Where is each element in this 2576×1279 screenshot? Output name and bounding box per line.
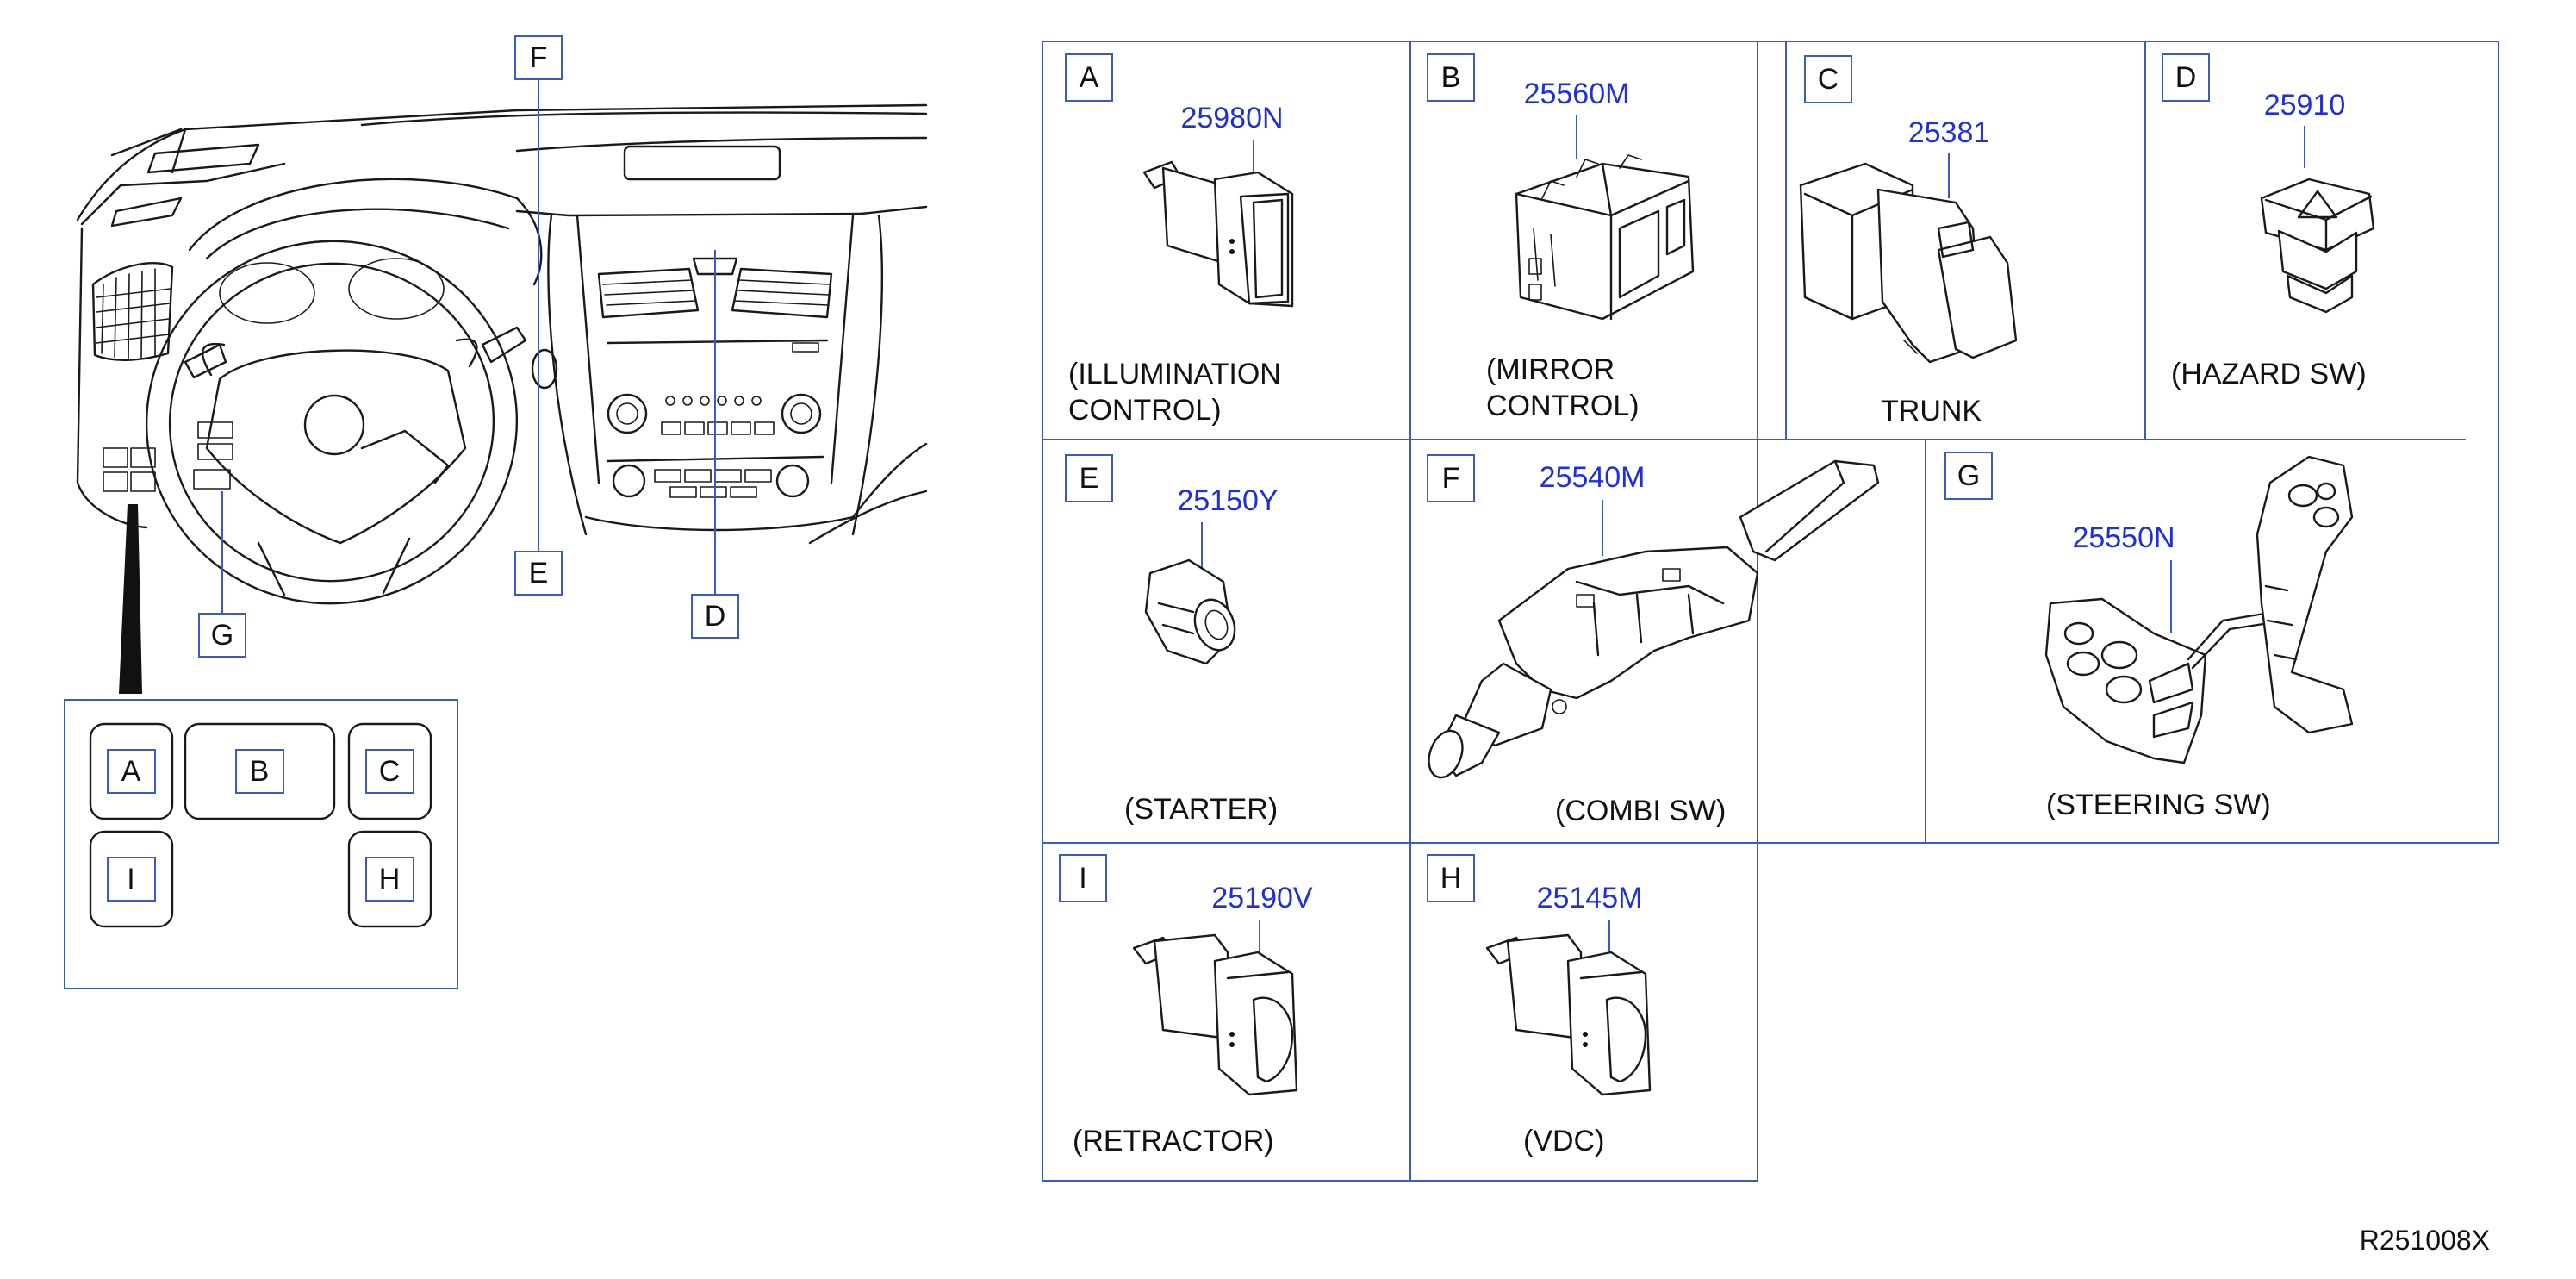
cell-letter-i: I [1079,862,1086,895]
svg-text:E: E [529,557,549,590]
caption-e: (STARTER) [1124,793,1278,826]
part-cell-b: B 25560M (MIRROR CONTROL) [1427,53,1695,422]
svg-text:F: F [530,41,548,74]
part-cell-e: E 25150Y (STARTER) [1065,454,1279,826]
trunk-switch [1799,162,2018,364]
part-cell-f: F 25540M (COMBI SW) [1427,454,1880,827]
part-number-i: 25190V [1211,882,1313,914]
svg-text:H: H [379,863,401,895]
callout-f: F [514,35,563,80]
dashboard-illustration [76,103,928,605]
cell-letter-g: G [1957,459,1980,492]
part-cell-c: C 25381 TRUNK [1799,55,2018,427]
part-number-e: 25150Y [1177,484,1278,517]
part-number-f: 25540M [1540,461,1646,494]
part-cell-g: G 25550N (STEERING SW) [1944,452,2354,821]
cell-letter-f: F [1442,462,1460,495]
cell-letter-a: A [1080,61,1099,94]
cell-letter-b: B [1441,61,1461,94]
caption-a-line1: (ILLUMINATION [1068,358,1281,390]
part-number-b: 25560M [1524,78,1630,110]
svg-text:B: B [250,755,270,788]
illumination-control-switch [1142,160,1294,308]
cell-letter-c: C [1818,63,1839,96]
svg-text:I: I [127,863,134,895]
hazard-switch [2260,178,2375,314]
part-number-h: 25145M [1537,882,1643,914]
switch-panel-inset: A B C I H [64,699,458,989]
svg-text:A: A [121,755,141,788]
caption-b-line2: CONTROL) [1486,390,1640,422]
callout-e: E [514,551,563,596]
svg-text:G: G [211,619,233,652]
steering-switch [2044,455,2354,764]
part-number-d: 25910 [2264,89,2346,122]
caption-f: (COMBI SW) [1555,795,1726,827]
part-cell-i: I 25190V (RETRACTOR) [1059,854,1313,1157]
caption-a-line2: CONTROL) [1068,394,1222,427]
overview-callouts: F E D G [119,35,739,694]
part-number-g: 25550N [2072,521,2175,554]
caption-g: (STEERING SW) [2046,789,2271,821]
caption-c: TRUNK [1881,395,1982,427]
mirror-control-switch [1515,154,1695,321]
part-cell-a: A 25980N (ILLUMINATION CONTROL) [1065,53,1294,427]
starter-switch [1144,558,1236,665]
callout-d: D [691,594,739,639]
part-cell-h: H 25145M (VDC) [1427,854,1652,1157]
caption-d: (HAZARD SW) [2171,358,2367,390]
diagram-reference-number: R251008X [2360,1225,2490,1256]
part-number-a: 25980N [1180,102,1283,134]
retractor-switch [1132,933,1298,1096]
part-cell-d: D 25910 (HAZARD SW) [2162,53,2375,390]
caption-h: (VDC) [1523,1125,1604,1157]
cell-letter-h: H [1440,862,1462,895]
parts-grid [1042,41,2499,1182]
combination-switch [1428,459,1880,779]
callout-g: G [198,613,246,658]
vdc-switch [1485,933,1652,1096]
svg-text:C: C [379,755,401,788]
cell-letter-e: E [1080,462,1099,495]
part-number-c: 25381 [1908,116,1990,149]
caption-i: (RETRACTOR) [1073,1125,1274,1157]
caption-b-line1: (MIRROR [1486,353,1615,386]
svg-text:D: D [705,600,726,633]
cell-letter-d: D [2175,61,2197,94]
